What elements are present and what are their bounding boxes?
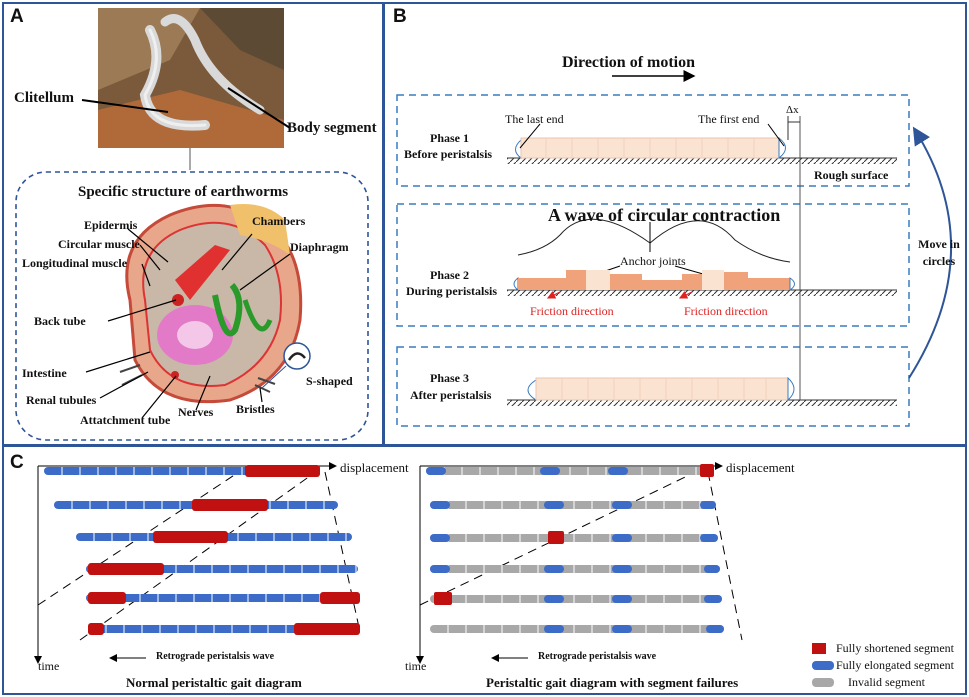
invalid-row xyxy=(430,595,722,603)
worm-phase2 xyxy=(513,270,795,292)
shortened-segment xyxy=(88,563,164,575)
shortened-segment xyxy=(434,592,452,605)
phase3-desc: After peristalsis xyxy=(410,388,492,402)
invalid-row xyxy=(430,565,720,573)
direction-of-motion: Direction of motion xyxy=(562,54,696,71)
invalid-row xyxy=(430,501,716,509)
label-epidermis: Epidermis xyxy=(84,218,138,232)
rough-surface: Rough surface xyxy=(814,168,889,182)
panel-b-graphics xyxy=(396,70,953,427)
shortened-segment xyxy=(245,465,320,477)
label-back-tube: Back tube xyxy=(34,314,86,328)
label-s-shaped: S-shaped xyxy=(306,374,353,388)
elongated-segment xyxy=(544,625,564,633)
label-intestine: Intestine xyxy=(22,366,67,380)
label-longitudinal-muscle: Longitudinal muscle xyxy=(22,256,128,270)
label-bristles: Bristles xyxy=(236,402,275,416)
shortened-segment xyxy=(700,464,714,477)
elongated-segment xyxy=(540,467,560,475)
legend-item-elongated: Fully elongated segment xyxy=(812,657,968,674)
left-axis-time: time xyxy=(38,659,60,673)
phase1-last-end: The last end xyxy=(505,112,564,126)
cross-section-illustration xyxy=(119,203,311,404)
elongated-segment xyxy=(700,501,716,509)
elongated-segment xyxy=(544,595,564,603)
phase1-desc: Before peristalsis xyxy=(404,147,493,161)
label-circular-muscle: Circular muscle xyxy=(58,237,140,251)
legend-item-shortened: Fully shortened segment xyxy=(812,640,968,657)
panel-c-frame xyxy=(2,445,967,695)
move-in-circles: Move in circles xyxy=(918,237,960,268)
panel-c-letter: C xyxy=(10,452,24,473)
phase1-name: Phase 1 xyxy=(430,131,469,145)
elongated-segment xyxy=(704,595,722,603)
legend-label-shortened: Fully shortened segment xyxy=(836,641,954,655)
shortened-segment xyxy=(320,592,360,604)
left-wave-label: Retrograde peristalsis wave xyxy=(156,651,275,662)
panel-a-letter: A xyxy=(10,6,24,27)
right-axis-time: time xyxy=(405,659,427,673)
legend-item-invalid: Invalid segment xyxy=(812,674,968,691)
elongated-segment xyxy=(430,565,450,573)
shortened-segment xyxy=(294,623,360,635)
elongated-segment xyxy=(700,534,718,542)
legend-label-invalid: Invalid segment xyxy=(848,675,925,689)
part-leader-lines xyxy=(85,228,291,419)
shortened-segment xyxy=(88,623,104,635)
right-axis-displacement: displacement xyxy=(726,460,795,475)
friction-direction-right: Friction direction xyxy=(684,304,768,318)
elongated-segment xyxy=(544,565,564,573)
phase2-wave-title: A wave of circular contraction xyxy=(548,205,781,225)
elongated-segment xyxy=(430,501,450,509)
elongated-segment xyxy=(430,534,450,542)
legend-swatch-shortened xyxy=(812,643,826,654)
friction-direction-left: Friction direction xyxy=(530,304,614,318)
right-wave-label: Retrograde peristalsis wave xyxy=(538,651,657,662)
elongated-segment xyxy=(706,625,724,633)
elongated-segment xyxy=(612,595,632,603)
phase2-desc: During peristalsis xyxy=(406,284,498,298)
elongated-segment xyxy=(608,467,628,475)
phase1-first-end: The first end xyxy=(698,112,760,126)
earthworm-photo xyxy=(98,8,284,148)
panel-a-graphics xyxy=(15,8,369,441)
elongated-segment xyxy=(612,565,632,573)
phase2-anchor: Anchor joints xyxy=(620,254,686,268)
phase3-name: Phase 3 xyxy=(430,371,469,385)
legend-swatch-elongated xyxy=(812,661,834,670)
label-nerves: Nerves xyxy=(178,405,214,419)
legend-swatch-invalid xyxy=(812,678,834,687)
elongated-segment xyxy=(612,625,632,633)
elongated-row xyxy=(88,625,360,633)
left-caption: Normal peristaltic gait diagram xyxy=(126,675,302,690)
phase1-dx: Δx xyxy=(786,104,799,116)
phase2-name: Phase 2 xyxy=(430,268,469,282)
label-body-segment: Body segment xyxy=(287,120,377,136)
elongated-segment xyxy=(426,467,446,475)
legend: Fully shortened segment Fully elongated … xyxy=(812,640,968,691)
worm-phase3 xyxy=(527,376,795,402)
panel-b-letter: B xyxy=(393,6,407,27)
legend-label-elongated: Fully elongated segment xyxy=(836,658,954,672)
shortened-segment xyxy=(548,531,564,544)
structure-title: Specific structure of earthworms xyxy=(78,184,289,200)
shortened-segment xyxy=(153,531,228,543)
shortened-segment xyxy=(88,592,126,604)
elongated-segment xyxy=(612,534,632,542)
left-axis-displacement: displacement xyxy=(340,460,409,475)
elongated-row xyxy=(86,594,360,602)
label-diaphragm: Diaphragm xyxy=(290,240,349,254)
label-clitellum: Clitellum xyxy=(14,90,74,106)
invalid-row xyxy=(430,625,724,633)
label-renal-tubules: Renal tubules xyxy=(26,393,97,407)
shortened-segment xyxy=(192,499,268,511)
elongated-segment xyxy=(612,501,632,509)
elongated-segment xyxy=(544,501,564,509)
elongated-segment xyxy=(704,565,720,573)
right-caption: Peristaltic gait diagram with segment fa… xyxy=(486,675,739,690)
label-chambers: Chambers xyxy=(252,214,306,228)
label-attachment-tube: Attatchment tube xyxy=(80,413,171,427)
